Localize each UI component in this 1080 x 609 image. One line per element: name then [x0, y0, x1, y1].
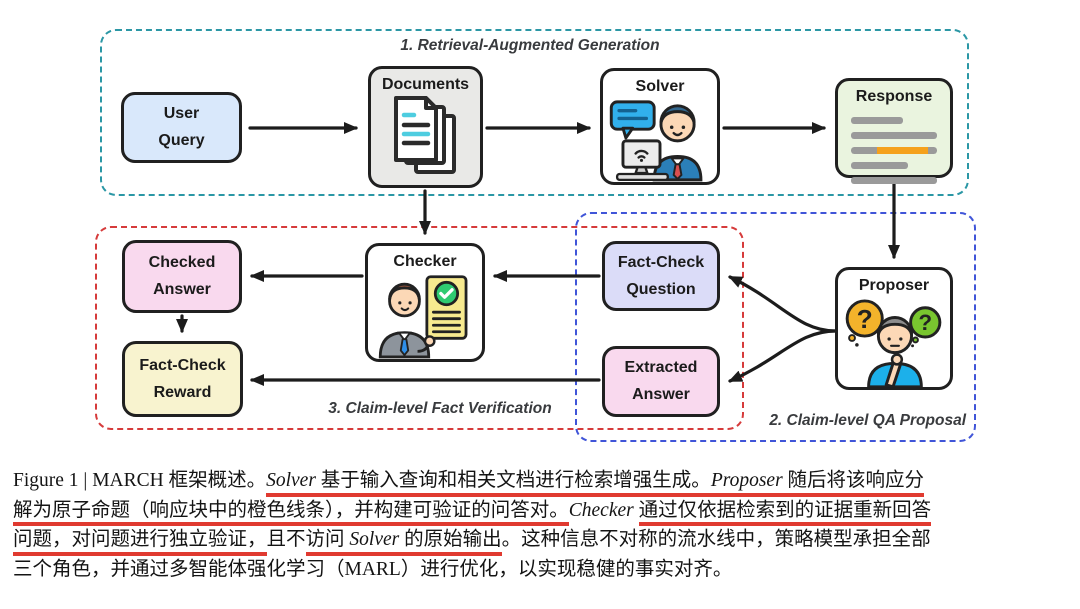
section-rag-box: [100, 29, 969, 196]
orange-claim-segment: [876, 147, 929, 155]
response-label: Response: [855, 88, 933, 105]
extracted-answer-label-line2: Answer: [632, 386, 690, 403]
fact-check-reward-label-line2: Reward: [153, 383, 212, 401]
node-user-query: User Query: [121, 92, 242, 163]
caption-text: 三个角色，并通过多智能体强化学习（MARL）进行优化，以实现稳健的事实对齐。: [13, 558, 733, 580]
node-documents: Documents: [368, 66, 483, 188]
caption-text: 。这种信息不对称的流水线中，策略模型承担全部: [501, 529, 931, 550]
documents-icon: [393, 96, 456, 175]
section-qa-proposal-title: 2. Claim-level QA Proposal: [769, 412, 966, 429]
user-query-label-line2: Query: [158, 132, 205, 149]
question-mark-right: ?: [918, 310, 932, 335]
fact-check-question-label-line1: Fact-Check: [617, 253, 705, 271]
node-response: Response: [835, 78, 953, 185]
user-query-label-line1: User: [163, 105, 200, 122]
section-fact-verification-title: 3. Claim-level Fact Verification: [328, 400, 552, 417]
checked-answer-label-line1: Checked: [148, 254, 216, 271]
caption-line-1: Figure 1 | MARCH 框架概述。Solver 基于输入查询和相关文档…: [13, 463, 1071, 497]
caption-text: 基于输入查询和相关文档进行检索增强生成。: [315, 470, 711, 497]
node-extracted-answer: Extracted Answer: [602, 346, 720, 417]
checker-label: Checker: [393, 253, 457, 270]
node-fact-check-reward: Fact-Check Reward: [122, 341, 243, 417]
caption-line-4: 三个角色，并通过多智能体强化学习（MARL）进行优化，以实现稳健的事实对齐。: [13, 552, 1071, 582]
question-mark-left: ?: [857, 304, 873, 334]
caption-text-solver: Solver: [266, 470, 316, 497]
node-checker: Checker: [365, 243, 485, 362]
extracted-answer-label-line1: Extracted: [624, 359, 698, 376]
caption-text: 访问: [305, 529, 350, 556]
caption-text: 的原始输出: [399, 529, 502, 556]
response-line: [851, 132, 937, 140]
node-solver: Solver: [600, 68, 720, 185]
fact-check-reward-label-line1: Fact-Check: [139, 356, 226, 374]
caption-text-proposer: Proposer: [710, 470, 783, 497]
checked-answer-label-line2: Answer: [153, 281, 211, 298]
node-checked-answer: Checked Answer: [122, 240, 242, 313]
caption-text: Figure 1 | MARCH 框架概述。: [13, 470, 267, 491]
proposer-label: Proposer: [858, 277, 930, 294]
caption-line-3: 问题，对问题进行独立验证，且不访问 Solver 的原始输出。这种信息不对称的流…: [13, 522, 1071, 556]
section-qa-proposal-box: [575, 212, 976, 442]
solver-label: Solver: [635, 78, 685, 95]
response-line: [851, 177, 937, 185]
caption-text: 随后将该响应分: [782, 470, 925, 497]
response-line: [851, 162, 908, 170]
response-line-highlighted: [851, 147, 937, 155]
response-text-lines: [838, 108, 950, 185]
node-proposer: Proposer ? ?: [835, 267, 953, 390]
solver-icon: [609, 100, 703, 182]
proposer-icon: ? ?: [845, 299, 942, 387]
node-fact-check-question: Fact-Check Question: [602, 241, 720, 311]
caption-line-2: 解为原子命题（响应块中的橙色线条），并构建可验证的问答对。Checker 通过仅…: [13, 493, 1071, 526]
figure-caption: Figure 1 | MARCH 框架概述。Solver 基于输入查询和相关文档…: [13, 463, 1071, 581]
caption-text: 通过仅依据检索到的证据重新回答: [638, 499, 932, 526]
fact-check-question-label-line2: Question: [626, 280, 696, 298]
caption-text-solver: Solver: [349, 529, 400, 556]
caption-text-checker: Checker: [568, 499, 639, 521]
caption-text: 问题，对问题进行独立验证，: [13, 529, 267, 556]
section-rag-title: 1. Retrieval-Augmented Generation: [400, 37, 660, 54]
caption-text: 且不: [266, 529, 306, 550]
checker-icon: [378, 275, 468, 359]
caption-text: 解为原子命题（响应块中的橙色线条），并构建可验证的问答对。: [13, 499, 569, 526]
documents-label: Documents: [381, 76, 470, 93]
response-line: [851, 117, 903, 125]
